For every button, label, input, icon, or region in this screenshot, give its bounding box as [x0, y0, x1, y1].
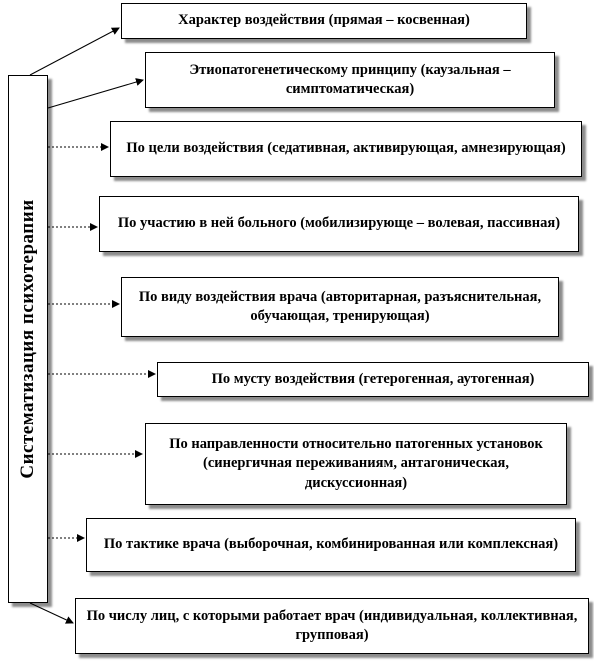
category-box-4: По участию в ней больного (мобилизирующе… — [99, 196, 579, 252]
arrow-to-category-9 — [29, 602, 74, 624]
root-label: Систематизация психотерапии — [17, 199, 38, 479]
root-box: Систематизация психотерапии — [8, 75, 48, 603]
category-box-3: По цели воздействия (седативная, активир… — [110, 121, 582, 177]
category-box-5: По виду воздействия врача (авторитарная,… — [121, 277, 559, 337]
category-box-8: По тактике врача (выборочная, комбиниров… — [86, 518, 576, 572]
category-box-2: Этиопатогенетическому принципу (каузальн… — [145, 52, 555, 108]
arrow-to-category-2 — [47, 78, 144, 109]
arrow-to-category-1 — [29, 27, 120, 76]
category-box-9: По числу лиц, с которыми работает врач (… — [75, 598, 589, 654]
category-box-1: Характер воздействия (прямая – косвенная… — [121, 3, 527, 39]
category-box-7: По направленности относительно патогенны… — [145, 423, 567, 505]
category-box-6: По мусту воздействия (гетерогенная, ауто… — [157, 362, 589, 397]
